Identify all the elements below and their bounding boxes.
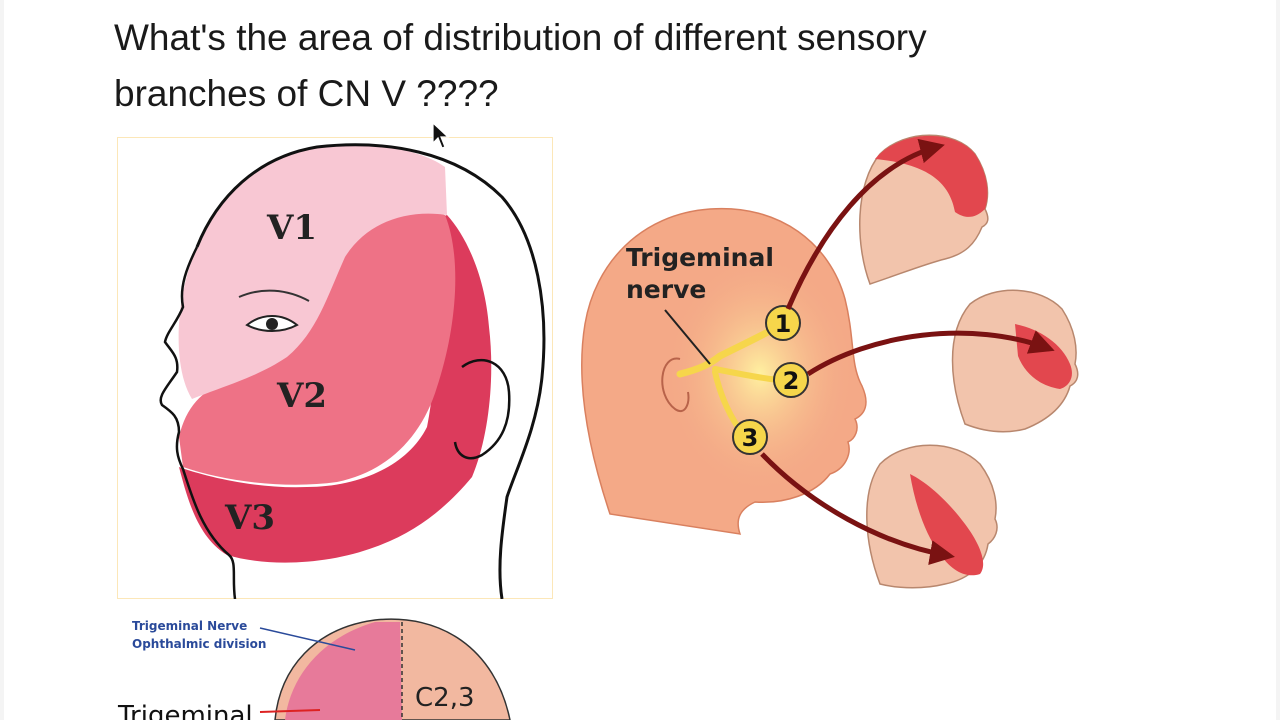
nerve-pointer-line — [664, 309, 711, 365]
nerve-label-line-2: nerve — [626, 275, 706, 304]
main-head-ear — [661, 357, 690, 412]
v2-region — [179, 212, 456, 485]
eyebrow — [238, 289, 310, 302]
ear — [453, 358, 511, 460]
small-head-ophthalmic — [859, 134, 989, 285]
pupil — [266, 318, 278, 330]
label-v2: V2 — [276, 376, 327, 416]
face-profile — [159, 246, 237, 599]
branch-number-2: 2 — [783, 367, 800, 395]
cutaneous-nerve-diagram: Trigeminal Nerve Ophthalmic division C2,… — [117, 618, 511, 720]
branch-number-3: 3 — [742, 424, 759, 452]
branch-number-1: 1 — [775, 310, 792, 338]
caption-line-1: Trigeminal Nerve — [132, 619, 247, 633]
nerve-label-line-1: Trigeminal — [626, 243, 774, 272]
side-label-trigeminal: Trigeminal — [117, 701, 253, 720]
v3-region — [179, 215, 492, 563]
branch-badge-3: 3 — [732, 419, 768, 455]
region-label-c23: C2,3 — [415, 683, 475, 713]
nerve-trunk — [676, 320, 787, 378]
trigeminal-branches-diagram: Trigeminal nerve 1 2 3 — [581, 134, 1079, 589]
ophthalmic-zone — [285, 622, 402, 720]
v1-region — [178, 145, 447, 399]
caption-pointer — [259, 627, 356, 651]
question-line-1: What's the area of distribution of diffe… — [114, 17, 927, 58]
dermatome-face-diagram: V1 V2 V3 — [117, 137, 553, 599]
side-label-pointer — [259, 709, 321, 713]
face-glow — [665, 254, 855, 494]
caption-line-2: Ophthalmic division — [132, 637, 266, 651]
right-frame-edge — [1276, 0, 1280, 720]
label-v1: V1 — [266, 208, 317, 248]
arrow-to-mandibular — [760, 452, 955, 565]
head-outline — [195, 143, 546, 599]
arrow-to-ophthalmic — [785, 138, 945, 310]
branch-badge-1: 1 — [765, 305, 801, 341]
small-head-mandibular — [866, 444, 998, 589]
left-frame-edge — [0, 0, 4, 720]
small-head-maxillary — [951, 289, 1079, 433]
label-v3: V3 — [224, 498, 275, 538]
question-line-2: branches of CN V ???? — [114, 73, 499, 114]
mouse-cursor-icon — [432, 122, 450, 149]
arrow-to-maxillary — [806, 330, 1055, 377]
slide-question: What's the area of distribution of diffe… — [114, 10, 1074, 122]
branch-badge-2: 2 — [773, 362, 809, 398]
